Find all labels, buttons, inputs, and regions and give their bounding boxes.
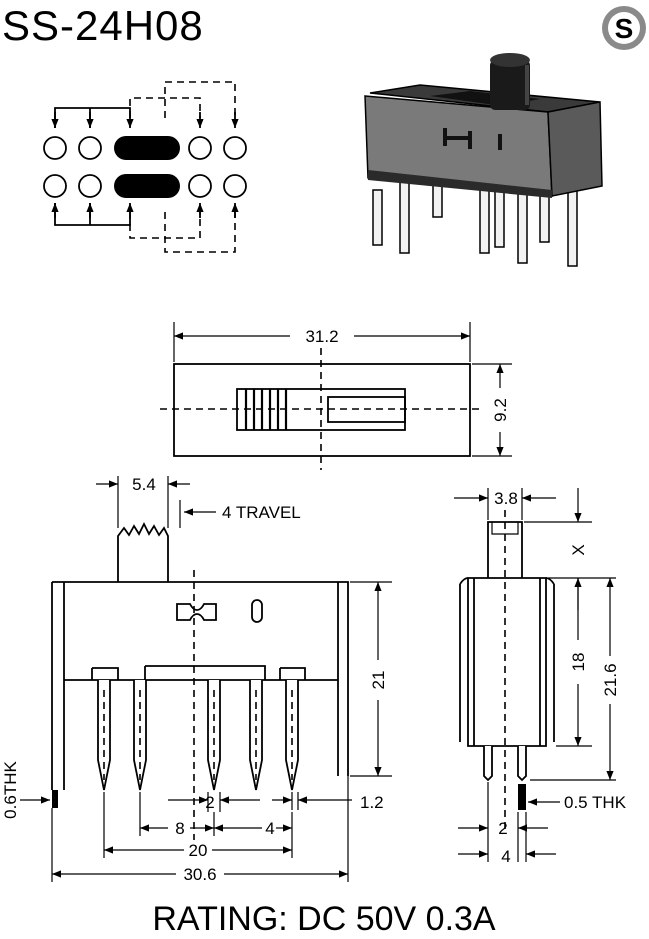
s-logo-icon: S [602, 6, 646, 50]
dim-side-3-8: 3.8 [494, 489, 518, 508]
dim-travel: 4 TRAVEL [222, 503, 301, 522]
dim-overall-30-6: 30.6 [183, 865, 216, 884]
dim-span-20: 20 [189, 841, 208, 860]
dim-height-21-6: 21.6 [601, 663, 620, 696]
dim-height-21: 21 [369, 671, 388, 690]
dim-height-9-2: 9.2 [491, 398, 510, 422]
dim-plate-thickness: 0.6THK [1, 761, 20, 819]
logo-letter: S [615, 13, 634, 44]
dim-actuator-5-4: 5.4 [132, 475, 156, 494]
dim-side-pitch-4: 4 [501, 847, 510, 866]
circuit-schematic [43, 81, 247, 253]
dim-height-18: 18 [569, 653, 588, 672]
side-view-drawing: 3.8 X 18 21.6 0.5 THK 2 4 [454, 488, 627, 866]
dim-pin-thk: 0.5 THK [564, 793, 627, 812]
dim-pin-width-2: 2 [205, 793, 214, 812]
front-view-drawing: 0.6THK 5.4 4 TRAVEL 21 2 1.2 [1, 475, 392, 884]
dim-x: X [569, 544, 588, 555]
dim-pin-offset: 1.2 [360, 793, 384, 812]
rating-label: RATING: DC 50V 0.3A [152, 900, 496, 938]
part-number-title: SS-24H08 [2, 2, 204, 49]
slide-switch-illustration [364, 53, 603, 267]
dim-pitch-4: 4 [265, 819, 274, 838]
dim-side-pitch-2: 2 [498, 819, 507, 838]
dim-pitch-8: 8 [175, 819, 184, 838]
top-view-drawing: 31.2 9.2 [160, 322, 512, 470]
dim-width-31-2: 31.2 [305, 327, 338, 346]
